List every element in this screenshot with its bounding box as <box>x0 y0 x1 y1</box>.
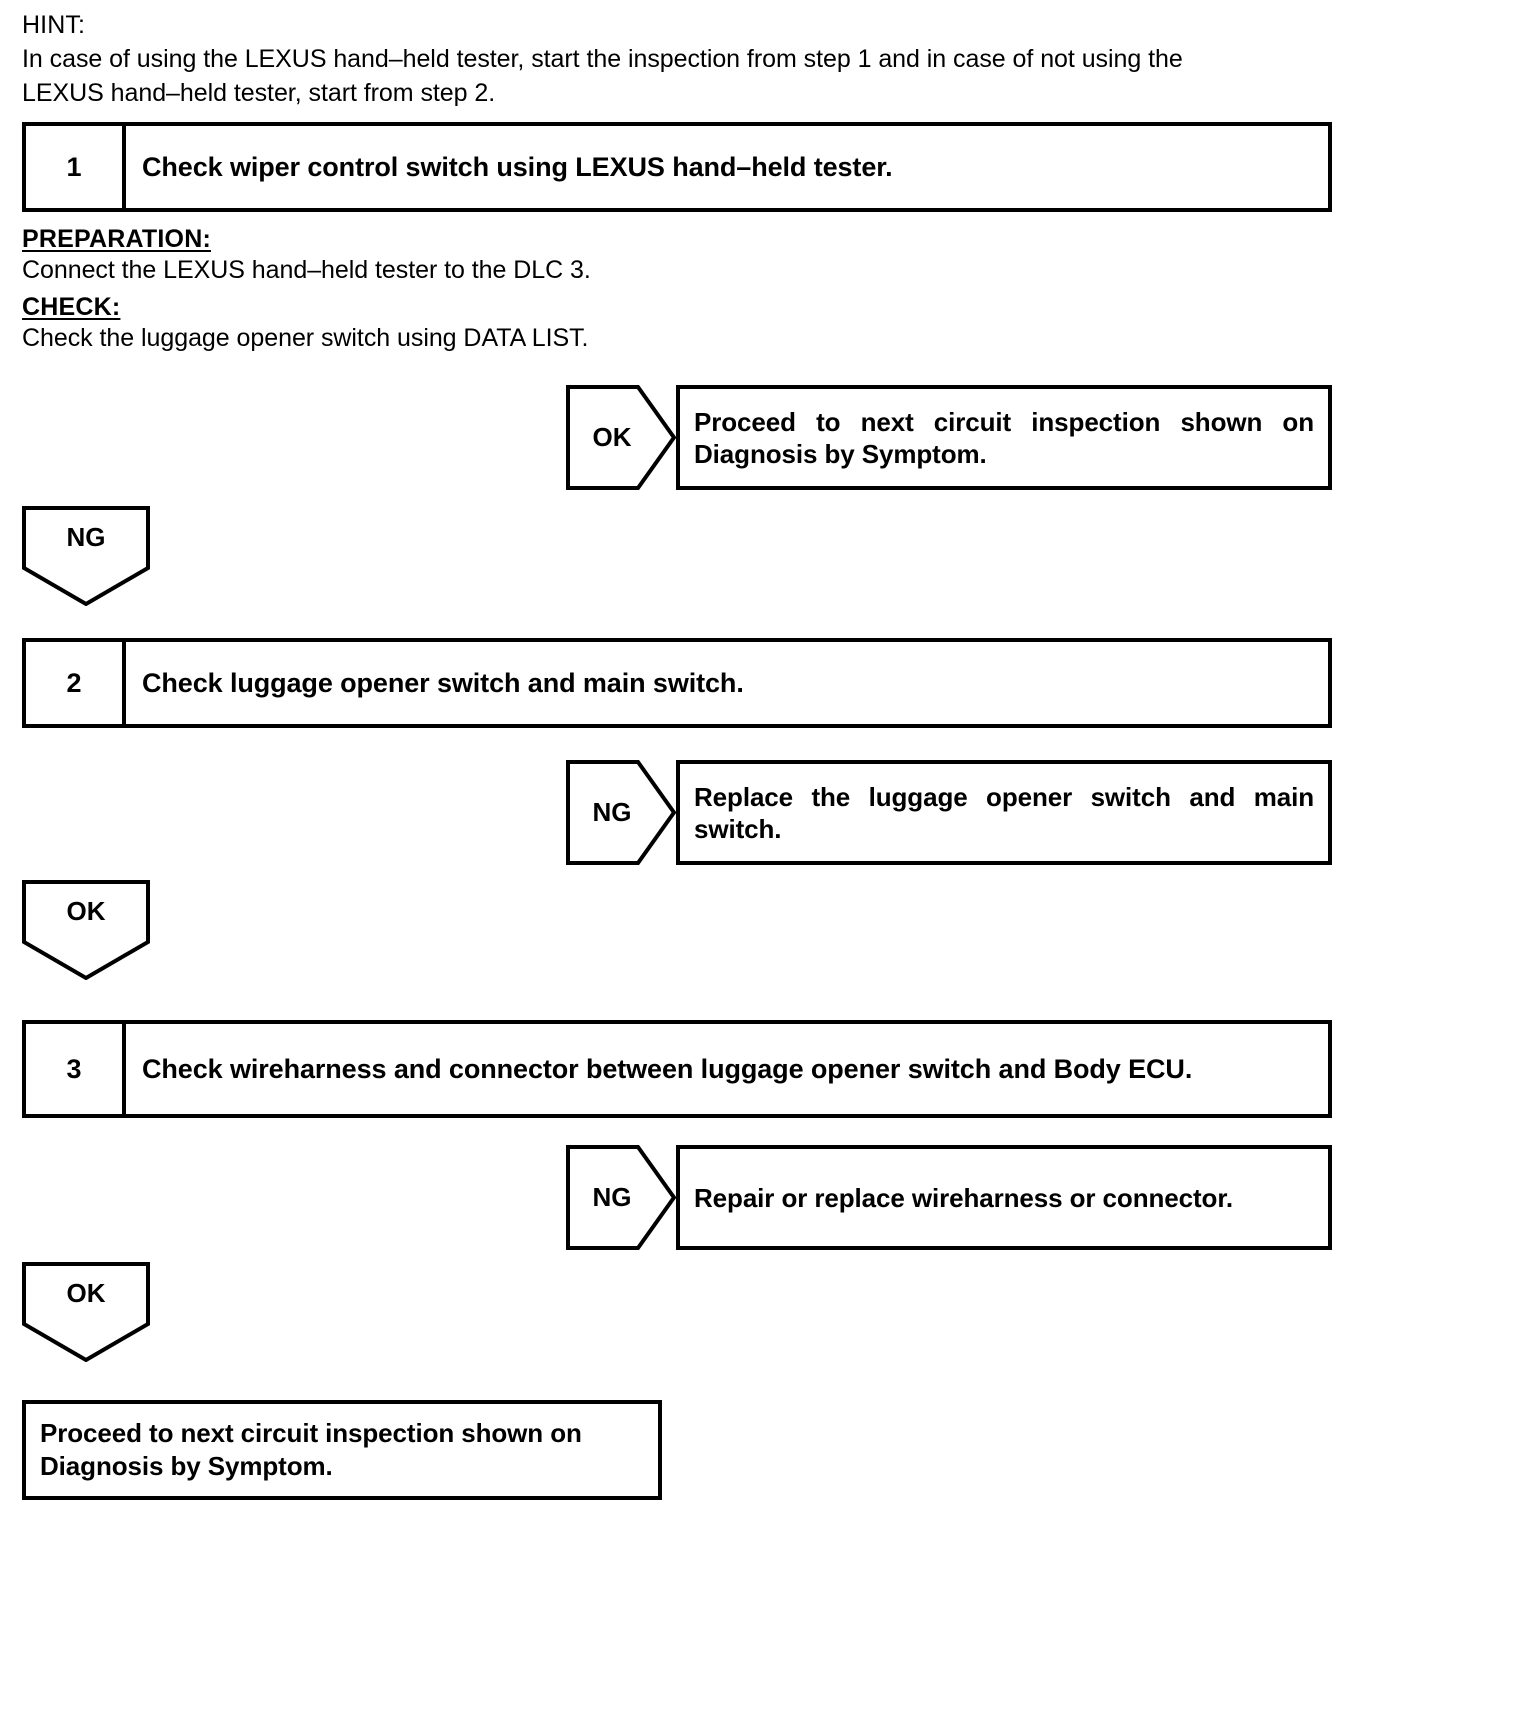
branch-tag-label-3: NG <box>592 1182 632 1212</box>
branch-row-3: NG Repair or replace wireharness or conn… <box>566 1145 1332 1250</box>
arrow-right-pentagon-icon <box>566 760 676 865</box>
result-text-1: Proceed to next circuit inspection shown… <box>694 406 1314 469</box>
branch-row-1: OK Proceed to next circuit inspection sh… <box>566 385 1332 490</box>
result-box-1[interactable]: Proceed to next circuit inspection shown… <box>676 385 1332 490</box>
step-title-1: Check wiper control switch using LEXUS h… <box>142 152 893 182</box>
step-number-cell-3: 3 <box>26 1024 126 1114</box>
flow-connector-ok-3: OK <box>22 1262 150 1362</box>
branch-tag-label-2: NG <box>592 797 632 827</box>
preparation-heading: PREPARATION: <box>22 225 211 253</box>
hint-block: HINT: In case of using the LEXUS hand–he… <box>22 8 1332 110</box>
final-result-line-1: Proceed to next circuit inspection shown… <box>40 1418 582 1448</box>
arrow-right-pentagon-icon <box>566 1145 676 1250</box>
result-text-3: Repair or replace wireharness or connect… <box>694 1182 1234 1213</box>
branch-tag-ok-1: OK <box>566 385 676 490</box>
arrow-down-pentagon-icon <box>22 880 150 980</box>
check-body: Check the luggage opener switch using DA… <box>22 324 589 352</box>
final-result-box[interactable]: Proceed to next circuit inspection shown… <box>22 1400 662 1500</box>
flow-connector-ng-1: NG <box>22 506 150 606</box>
step-number-3: 3 <box>66 1053 82 1084</box>
step-number-1: 1 <box>66 151 82 182</box>
preparation-body: Connect the LEXUS hand–held tester to th… <box>22 256 591 284</box>
step-number-2: 2 <box>66 667 82 698</box>
step-title-cell-1: Check wiper control switch using LEXUS h… <box>126 126 1328 208</box>
step-box-2[interactable]: 2 Check luggage opener switch and main s… <box>22 638 1332 728</box>
step-title-2: Check luggage opener switch and main swi… <box>142 668 744 698</box>
preparation-section: PREPARATION: Connect the LEXUS hand–held… <box>22 224 922 287</box>
arrow-down-pentagon-icon <box>22 506 150 606</box>
flow-connector-label-2: OK <box>66 896 106 926</box>
hint-label: HINT: <box>22 11 85 39</box>
branch-tag-ng-3: NG <box>566 1145 676 1250</box>
check-heading: CHECK: <box>22 293 121 321</box>
branch-tag-ng-2: NG <box>566 760 676 865</box>
check-section: CHECK: Check the luggage opener switch u… <box>22 292 922 355</box>
flow-connector-label-3: OK <box>66 1278 106 1308</box>
branch-tag-label-1: OK <box>592 422 632 452</box>
step-title-3: Check wireharness and connector between … <box>142 1054 1193 1084</box>
step-title-cell-2: Check luggage opener switch and main swi… <box>126 642 1328 724</box>
step-number-cell-2: 2 <box>26 642 126 724</box>
step-box-1[interactable]: 1 Check wiper control switch using LEXUS… <box>22 122 1332 212</box>
flow-connector-ok-2: OK <box>22 880 150 980</box>
final-result-text: Proceed to next circuit inspection shown… <box>40 1417 582 1483</box>
final-result-line-2: Diagnosis by Symptom. <box>40 1451 333 1481</box>
result-box-2[interactable]: Replace the luggage opener switch and ma… <box>676 760 1332 865</box>
arrow-right-pentagon-icon <box>566 385 676 490</box>
step-number-cell-1: 1 <box>26 126 126 208</box>
branch-row-2: NG Replace the luggage opener switch and… <box>566 760 1332 865</box>
result-text-2: Replace the luggage opener switch and ma… <box>694 781 1314 844</box>
flow-connector-label-1: NG <box>66 522 106 552</box>
hint-line-1: In case of using the LEXUS hand–held tes… <box>22 45 1183 73</box>
step-box-3[interactable]: 3 Check wireharness and connector betwee… <box>22 1020 1332 1118</box>
hint-line-2: LEXUS hand–held tester, start from step … <box>22 79 496 107</box>
step-title-cell-3: Check wireharness and connector between … <box>126 1024 1328 1114</box>
arrow-down-pentagon-icon <box>22 1262 150 1362</box>
result-box-3[interactable]: Repair or replace wireharness or connect… <box>676 1145 1332 1250</box>
